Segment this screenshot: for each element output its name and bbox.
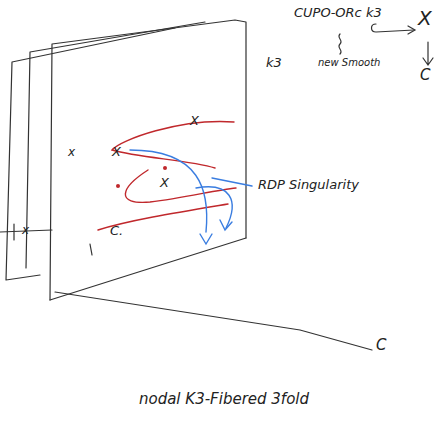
sketch-label: X [418, 8, 432, 28]
sketch-label: X [190, 114, 199, 127]
caption: nodal K3-Fibered 3fold [139, 392, 309, 407]
sketch-label: C [420, 68, 430, 83]
sketch-label: C. [110, 224, 123, 237]
sketch-label: k3 [266, 56, 282, 69]
sketch-label: C [376, 338, 386, 353]
sketch-label: X [112, 145, 121, 158]
sketch-label: x [68, 146, 75, 158]
sketch-label: CUPO-ORc k3 [294, 6, 382, 19]
sketch-label: new Smooth [318, 58, 380, 68]
sketch-label: X [160, 176, 169, 189]
sketch-label: RDP Singularity [256, 178, 361, 191]
sketch-label: x [22, 224, 29, 236]
